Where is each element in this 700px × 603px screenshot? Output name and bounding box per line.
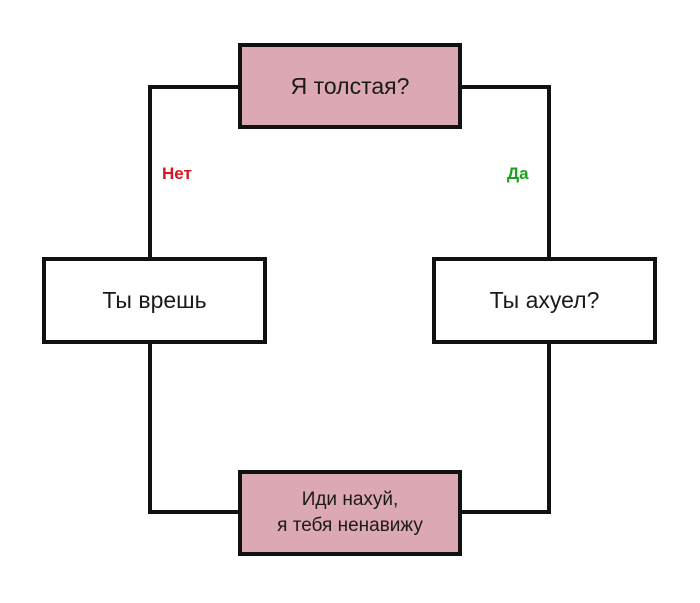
edge-label-yes: Да xyxy=(507,164,529,183)
node-are-you-crazy-text: Ты ахуел? xyxy=(489,287,600,313)
connector-top-left-vertical xyxy=(148,85,152,259)
node-am-i-fat: Я толстая? xyxy=(238,43,462,129)
node-i-hate-you-text: Иди нахуй, я тебя ненавижу xyxy=(277,487,423,539)
connector-right-bottom-vertical xyxy=(547,341,551,514)
connector-left-bottom-horizontal xyxy=(148,510,241,514)
edge-label-no: Нет xyxy=(162,164,192,183)
connector-top-right-vertical xyxy=(547,85,551,259)
node-i-hate-you: Иди нахуй, я тебя ненавижу xyxy=(238,470,462,556)
node-you-lie-text: Ты врешь xyxy=(102,287,207,313)
connector-right-bottom-horizontal xyxy=(459,510,551,514)
node-i-hate-you-line2: я тебя ненавижу xyxy=(277,515,423,536)
connector-top-left-horizontal xyxy=(149,85,241,89)
connector-left-bottom-vertical xyxy=(148,341,152,514)
node-are-you-crazy: Ты ахуел? xyxy=(432,257,657,344)
node-am-i-fat-text: Я толстая? xyxy=(290,72,410,99)
node-you-lie: Ты врешь xyxy=(42,257,267,344)
node-i-hate-you-line1: Иди нахуй, xyxy=(301,489,399,510)
connector-top-right-horizontal xyxy=(459,85,551,89)
